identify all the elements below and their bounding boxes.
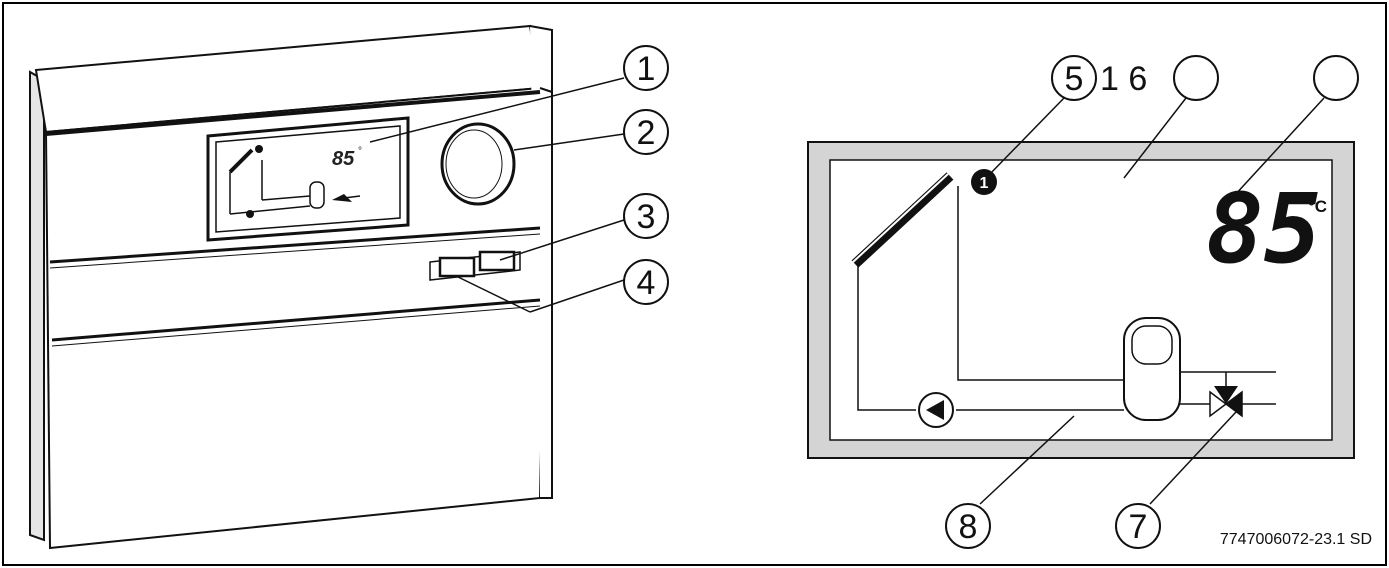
svg-text:5: 5 [1065, 60, 1084, 98]
pump-icon [918, 392, 954, 428]
reference-code: 7747006072-23.1 SD [1220, 531, 1372, 548]
lcd-temperature-unit: °C [1308, 197, 1327, 216]
right-leader-lines [979, 97, 1325, 505]
callout-1-6-label: 1 6 [1100, 60, 1147, 98]
callout-1: 1 [623, 45, 669, 91]
callout-7: 7 [1115, 503, 1161, 549]
callout-8: 8 [945, 503, 991, 549]
button-right [478, 250, 516, 272]
left-leader-lines [369, 77, 625, 313]
callout-blank-a [1173, 55, 1219, 101]
callout-2: 2 [623, 109, 669, 155]
svg-text:2: 2 [637, 114, 656, 152]
callout-4: 4 [623, 259, 669, 305]
mini-pump-icon [246, 210, 254, 218]
lcd-temperature-value: 85 [1206, 173, 1322, 285]
device-display-unit: ° [358, 146, 362, 157]
device-display: 85 ° [206, 116, 410, 242]
rotary-knob [440, 122, 516, 206]
controller-device [29, 24, 553, 550]
device-display-value: 85 [332, 148, 355, 170]
svg-text:4: 4 [637, 264, 656, 302]
solar-collector-icon [851, 172, 954, 268]
storage-tank-icon [1123, 317, 1181, 421]
svg-text:1: 1 [637, 50, 656, 88]
svg-text:7: 7 [1129, 508, 1148, 546]
lcd-temperature: 85 °C [1206, 173, 1327, 285]
svg-text:1: 1 [980, 175, 989, 192]
callout-blank-b [1313, 55, 1359, 101]
callout-5: 5 [1051, 55, 1097, 101]
device-buttons [429, 250, 521, 281]
sensor-badge: 1 [971, 169, 997, 195]
svg-text:8: 8 [959, 508, 978, 546]
button-left [438, 256, 476, 278]
callout-3: 3 [623, 193, 669, 239]
mixing-valve-icon [1209, 372, 1243, 418]
lcd-piping [857, 186, 1276, 411]
mini-valve-icon [332, 194, 352, 202]
mini-tank-icon [309, 181, 325, 209]
mini-sensor-icon [255, 145, 263, 153]
svg-text:3: 3 [637, 198, 656, 236]
